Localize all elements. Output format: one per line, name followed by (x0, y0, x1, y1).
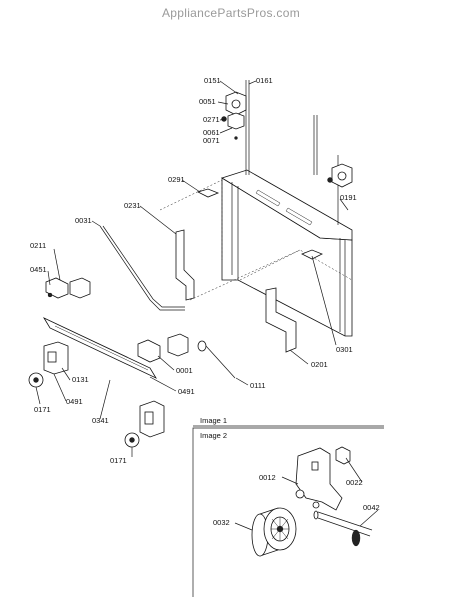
part-labels: 0151 0161 0051 0271 0061 0071 0291 0191 … (30, 76, 380, 527)
label-0451: 0451 (30, 265, 47, 274)
label-0341: 0341 (92, 416, 109, 425)
leader-lines (35, 80, 349, 457)
watermark-text: AppliancePartsPros.com (162, 6, 300, 20)
label-0031: 0031 (75, 216, 92, 225)
label-0151: 0151 (204, 76, 221, 85)
label-0071: 0071 (203, 136, 220, 145)
label-0061: 0061 (203, 128, 220, 137)
part-0001-bracket (137, 333, 189, 363)
inset-part-0032-wheel (234, 507, 297, 557)
inset-part-0012-bracket (281, 446, 363, 511)
label-0111: 0111 (250, 381, 266, 390)
label-0491-right: 0491 (178, 387, 195, 396)
part-0231-bracket (175, 229, 195, 301)
label-0001: 0001 (176, 366, 193, 375)
part-0201-bracket (265, 287, 297, 353)
label-0171-bottom: 0171 (110, 456, 127, 465)
cabinet-frame (159, 169, 353, 337)
label-0191: 0191 (340, 193, 357, 202)
label-0271: 0271 (203, 115, 220, 124)
label-0231: 0231 (124, 201, 141, 210)
part-0451-bracket (45, 277, 91, 299)
top-hinge-bracket (221, 91, 247, 140)
part-0171-wheel-left (28, 372, 44, 388)
label-0161: 0161 (256, 76, 273, 85)
label-0131: 0131 (72, 375, 89, 384)
label-0301: 0301 (336, 345, 353, 354)
part-0291-bracket (196, 188, 220, 198)
label-0032: 0032 (213, 518, 230, 527)
label-0042: 0042 (363, 503, 380, 512)
part-0301-bracket (301, 249, 323, 260)
inset-box (192, 425, 384, 597)
part-0171-wheel-right (124, 400, 165, 448)
inset-title-image-1: Image 1 (200, 416, 227, 425)
part-0111-plug (197, 340, 236, 379)
label-0491-left: 0491 (66, 397, 83, 406)
inset-part-0042-axle (313, 509, 379, 547)
label-0171-left: 0171 (34, 405, 51, 414)
part-0341-bar (42, 317, 158, 379)
label-0022: 0022 (346, 478, 363, 487)
label-0012: 0012 (259, 473, 276, 482)
label-0051: 0051 (199, 97, 216, 106)
part-0031-rod (99, 225, 185, 311)
part-0131-bracket (43, 341, 69, 375)
label-0201: 0201 (311, 360, 328, 369)
label-0291: 0291 (168, 175, 185, 184)
label-0211: 0211 (30, 241, 46, 250)
inset-title-image-2: Image 2 (200, 431, 227, 440)
right-hinge-bracket (327, 163, 353, 188)
